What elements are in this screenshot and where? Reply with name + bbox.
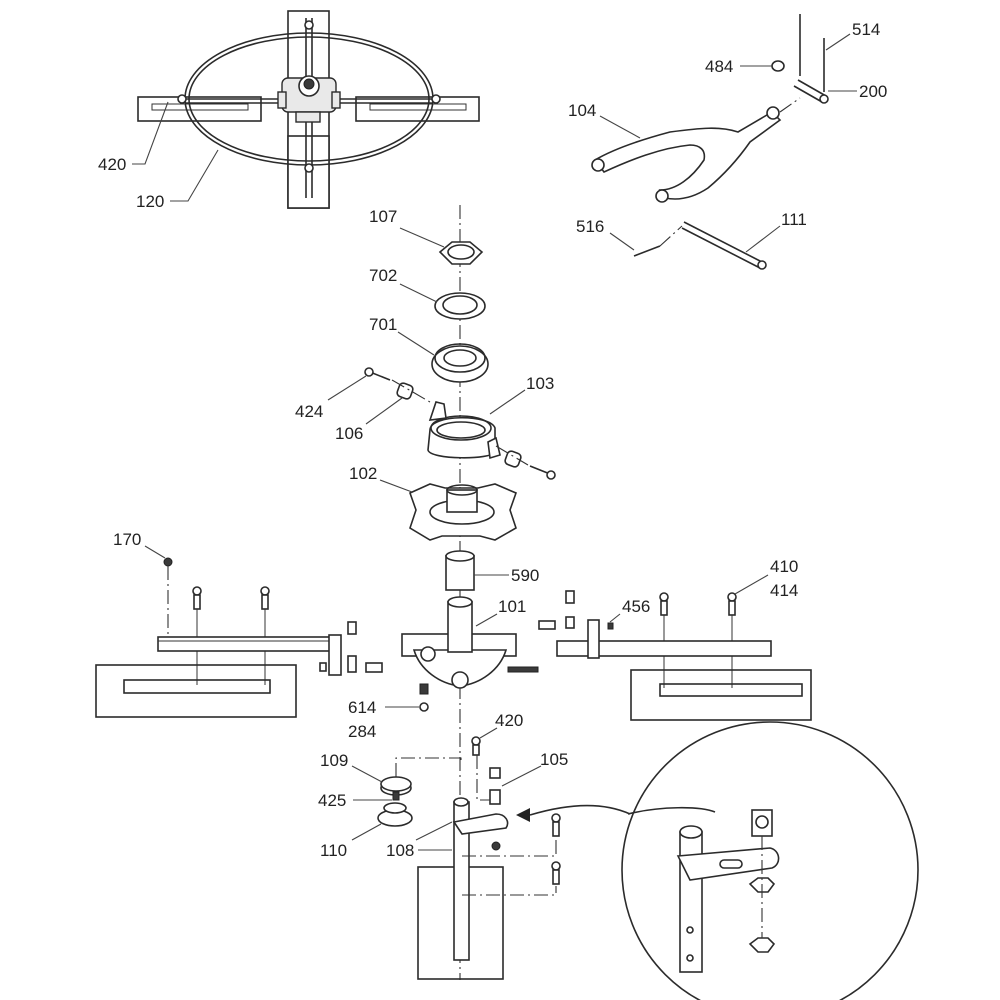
callout-101: 101	[498, 597, 526, 616]
bolt-bottom-a	[551, 813, 561, 837]
callout-414: 414	[770, 581, 798, 600]
pin-111	[681, 221, 767, 270]
callout-614: 614	[348, 698, 376, 717]
ring-clamp-right	[431, 94, 441, 104]
ring-clamp-top	[304, 20, 314, 30]
nut-107	[438, 241, 484, 265]
bolt-420-bottom	[471, 736, 481, 756]
callout-456: 456	[622, 597, 650, 616]
bolt-bottom-b	[551, 861, 561, 885]
left-clamp	[328, 634, 342, 676]
callout-424: 424	[295, 402, 323, 421]
left-plate	[137, 96, 262, 122]
right-base-slot	[659, 683, 803, 697]
assembled-top-view: 420 120	[98, 10, 480, 211]
center-hub	[277, 75, 341, 123]
housing-103	[427, 401, 501, 460]
left-arm-group: 170	[95, 530, 383, 718]
ring-clamp-bottom	[304, 163, 314, 173]
block-105	[489, 789, 501, 805]
callout-103: 103	[526, 374, 554, 393]
right-rail	[556, 640, 772, 657]
left-plate-base	[95, 664, 297, 718]
callout-110: 110	[320, 841, 347, 860]
callout-701: 701	[369, 315, 397, 334]
seal-702	[434, 292, 486, 320]
right-arm-group: 410 414 456	[507, 557, 812, 721]
detail-block	[751, 809, 773, 837]
bolt-424	[364, 367, 391, 381]
callout-120: 120	[136, 192, 164, 211]
leader-420a	[132, 101, 169, 165]
spacer-106b	[504, 450, 522, 468]
callout-514: 514	[852, 20, 880, 39]
detail-nut-lower	[748, 937, 776, 953]
callout-107: 107	[369, 207, 397, 226]
right-slot	[369, 103, 467, 111]
fitting-right	[507, 666, 539, 673]
screw-456	[607, 622, 614, 630]
callout-420-bottom: 420	[495, 711, 523, 730]
callout-109: 109	[320, 751, 348, 770]
sleeve-590	[445, 550, 475, 591]
bolt-right-410	[727, 592, 737, 616]
hub-101	[401, 596, 517, 689]
callout-702: 702	[369, 266, 397, 285]
callout-484: 484	[705, 57, 733, 76]
right-clamp	[587, 619, 600, 659]
bolt-left-a	[192, 586, 202, 610]
right-plate-base	[630, 669, 812, 721]
left-slot	[151, 103, 249, 111]
callout-284: 284	[348, 722, 376, 741]
nut-170	[163, 557, 173, 567]
washer-484	[771, 60, 785, 72]
callout-111: 111	[781, 210, 807, 229]
callout-410: 410	[770, 557, 798, 576]
left-rail	[157, 636, 331, 652]
fork-arm-group: 484 514 200 104 516 111	[568, 14, 887, 270]
vertical-plate-bottom	[287, 135, 330, 209]
callout-104: 104	[568, 101, 596, 120]
nut-bottom	[491, 841, 501, 851]
arm-108-lever	[452, 813, 509, 835]
bolt-right-a	[659, 592, 669, 616]
right-plate	[355, 96, 480, 122]
spacer-106	[396, 382, 414, 400]
pin-200	[793, 79, 829, 104]
callout-105: 105	[540, 750, 568, 769]
arrow-head-icon	[516, 808, 530, 822]
bolt-left-b	[260, 586, 270, 610]
screw-425	[392, 791, 400, 801]
base-plate-102	[409, 483, 518, 541]
detail-tube	[679, 831, 703, 973]
callout-102: 102	[349, 464, 377, 483]
bearing-701	[431, 343, 489, 383]
base-110	[377, 802, 413, 827]
fork-arm-104	[593, 110, 782, 200]
fitting-614	[419, 683, 429, 712]
cotter-pin-516	[633, 245, 661, 257]
bolt-424b	[529, 465, 556, 480]
callout-108: 108	[386, 841, 414, 860]
callout-516: 516	[576, 217, 604, 236]
detail-circle	[621, 721, 919, 1000]
bottom-arm-group: 109 425 110 108 420 105	[318, 711, 568, 980]
callout-200: 200	[859, 82, 887, 101]
callout-106: 106	[335, 424, 363, 443]
leader-120	[170, 149, 219, 202]
callout-170: 170	[113, 530, 141, 549]
detail-view	[516, 721, 919, 1000]
callout-420-top: 420	[98, 155, 126, 174]
detail-pointer-arrow	[627, 806, 716, 815]
callout-425: 425	[318, 791, 346, 810]
ring-clamp-left	[177, 94, 187, 104]
left-base-slot	[123, 679, 271, 694]
block-105-top	[489, 767, 501, 779]
callout-590: 590	[511, 566, 539, 585]
